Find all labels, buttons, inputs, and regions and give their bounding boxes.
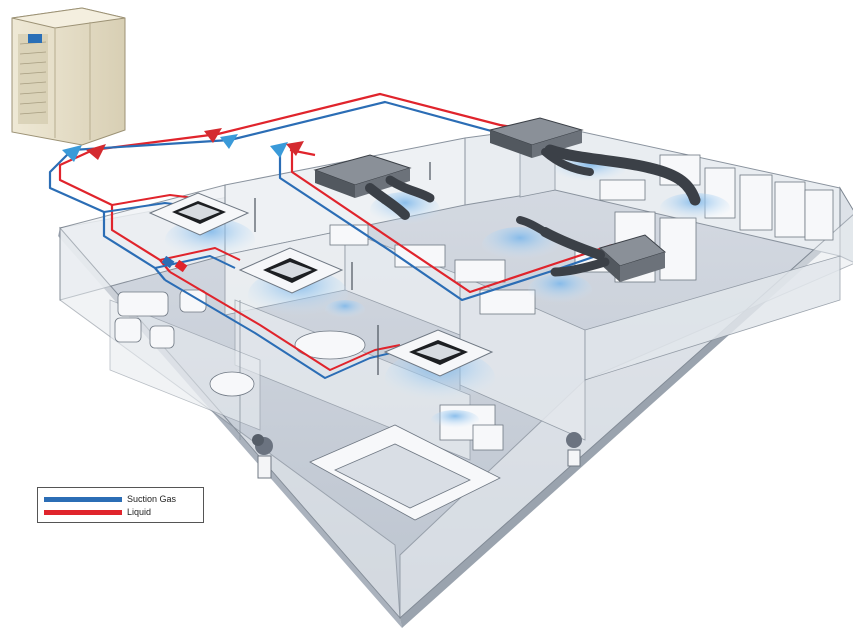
armchair [179, 289, 207, 313]
sofa [117, 291, 169, 317]
outdoor-unit-icon [11, 7, 126, 146]
ceiling-cassette-unit-icon [383, 329, 494, 377]
liquid-arrow [204, 128, 222, 143]
ducted-unit-icon [488, 117, 701, 206]
suction-gas-arrow [220, 134, 238, 149]
cabinet [804, 189, 834, 241]
airflow [165, 156, 730, 430]
desk [599, 179, 646, 201]
liquid-arrow [286, 141, 304, 156]
legend-label-liquid: Liquid [127, 507, 152, 517]
potted-plant-icon [252, 434, 273, 479]
liquid-arrow [86, 144, 106, 160]
legend: Suction Gas Liquid [37, 487, 204, 523]
meeting-table [294, 330, 366, 360]
conference-table-center [334, 443, 471, 509]
round-table [209, 371, 255, 397]
suction-gas-arrow [270, 142, 288, 158]
suction-gas-arrow [62, 145, 82, 162]
desk [454, 259, 506, 283]
potted-plant-icon [566, 432, 582, 467]
desk [394, 244, 446, 268]
refnet-joints [62, 128, 304, 273]
desk [329, 224, 369, 246]
armchair [149, 325, 175, 349]
partition-6 [109, 299, 261, 431]
ceiling-cassette-unit-icon [148, 192, 250, 236]
legend-label-suction-gas: Suction Gas [127, 494, 177, 504]
cabinet [774, 181, 806, 238]
ducted-unit-icon [313, 154, 435, 220]
ducted-unit-icon [516, 216, 667, 282]
armchair [114, 317, 142, 343]
desk [479, 289, 536, 315]
partition-2 [234, 299, 471, 461]
liquid-swatch [44, 509, 122, 515]
suction-gas-swatch [44, 496, 122, 502]
brand-logo [28, 34, 42, 43]
cabinet [472, 424, 504, 451]
legend-item-suction-gas: Suction Gas [44, 493, 176, 505]
legend-item-liquid: Liquid [44, 506, 151, 518]
cabinet [739, 174, 773, 231]
partition-4 [584, 255, 841, 381]
shelving [659, 217, 697, 281]
ceiling-cassette-unit-icon [238, 247, 344, 294]
